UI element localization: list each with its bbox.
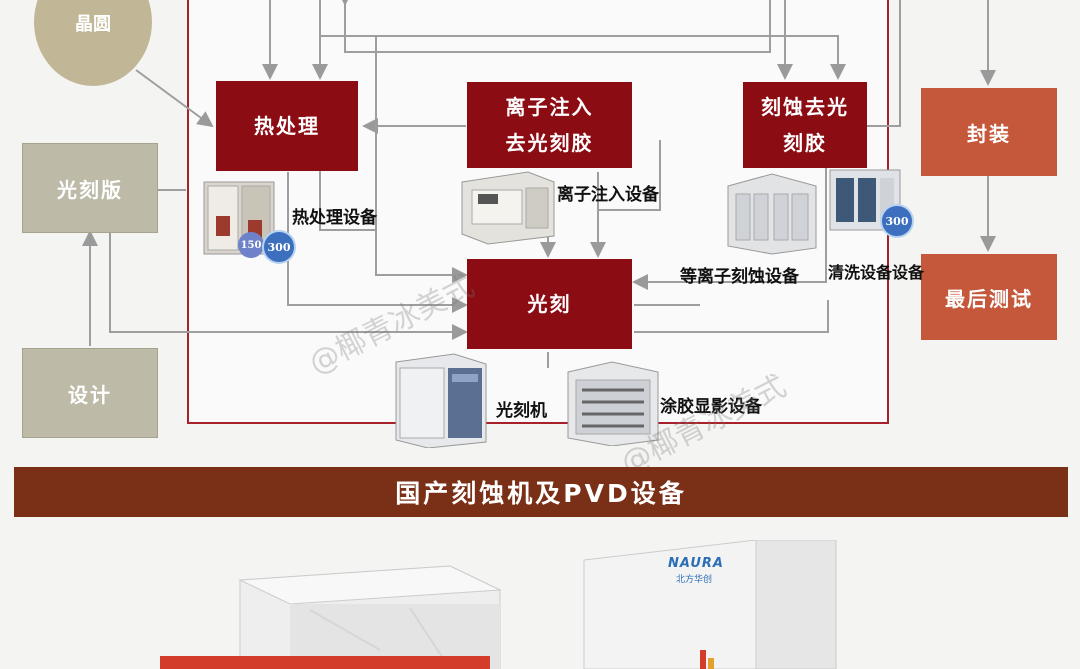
clean-equipment-label: 清洗设备设备 bbox=[828, 263, 925, 282]
design-label: 设计 bbox=[68, 382, 112, 407]
etch-strip-node: 刻蚀去光 刻胶 bbox=[743, 82, 867, 168]
heat-equipment-label: 热处理设备 bbox=[292, 208, 377, 228]
etch-equipment-label: 等离子刻蚀设备 bbox=[680, 267, 799, 287]
implant-equipment-label: 离子注入设备 bbox=[557, 185, 659, 205]
badge-300-b: 300 bbox=[880, 204, 914, 238]
etcher-photo bbox=[160, 565, 502, 669]
mask-node: 光刻版 bbox=[22, 143, 158, 233]
scanner-machine-image bbox=[395, 353, 487, 448]
badge-150: 150 bbox=[238, 232, 264, 258]
final-test-node: 最后测试 bbox=[921, 254, 1057, 340]
naura-logo: NAURA bbox=[668, 556, 724, 571]
lithography-node: 光刻 bbox=[467, 259, 632, 349]
etch-strip-label: 刻蚀去光 刻胶 bbox=[761, 95, 849, 155]
section-banner: 国产刻蚀机及PVD设备 bbox=[14, 467, 1068, 517]
badge-300-a: 300 bbox=[262, 230, 296, 264]
lithography-label: 光刻 bbox=[527, 292, 572, 316]
implanter-machine-image bbox=[461, 171, 555, 245]
packaging-node: 封装 bbox=[921, 88, 1057, 176]
heat-treatment-label: 热处理 bbox=[254, 114, 320, 138]
mask-label: 光刻版 bbox=[57, 177, 123, 202]
wafer-label: 晶圆 bbox=[75, 14, 111, 35]
design-node: 设计 bbox=[22, 348, 158, 438]
ion-implant-label: 离子注入 去光刻胶 bbox=[505, 95, 594, 155]
banner-title: 国产刻蚀机及PVD设备 bbox=[395, 479, 687, 508]
track-machine-image bbox=[567, 361, 659, 446]
ion-implant-node: 离子注入 去光刻胶 bbox=[467, 82, 632, 168]
coat-equipment-label: 涂胶显影设备 bbox=[660, 397, 762, 417]
litho-equipment-label: 光刻机 bbox=[496, 401, 547, 421]
etcher-machine-image bbox=[727, 173, 817, 255]
naura-cn-label: 北方华创 bbox=[676, 575, 713, 585]
pvd-photo bbox=[583, 540, 837, 669]
final-test-label: 最后测试 bbox=[945, 286, 1033, 311]
cleaner-machine-image bbox=[829, 169, 901, 231]
heat-treatment-node: 热处理 bbox=[216, 81, 358, 171]
packaging-label: 封装 bbox=[967, 121, 1011, 146]
